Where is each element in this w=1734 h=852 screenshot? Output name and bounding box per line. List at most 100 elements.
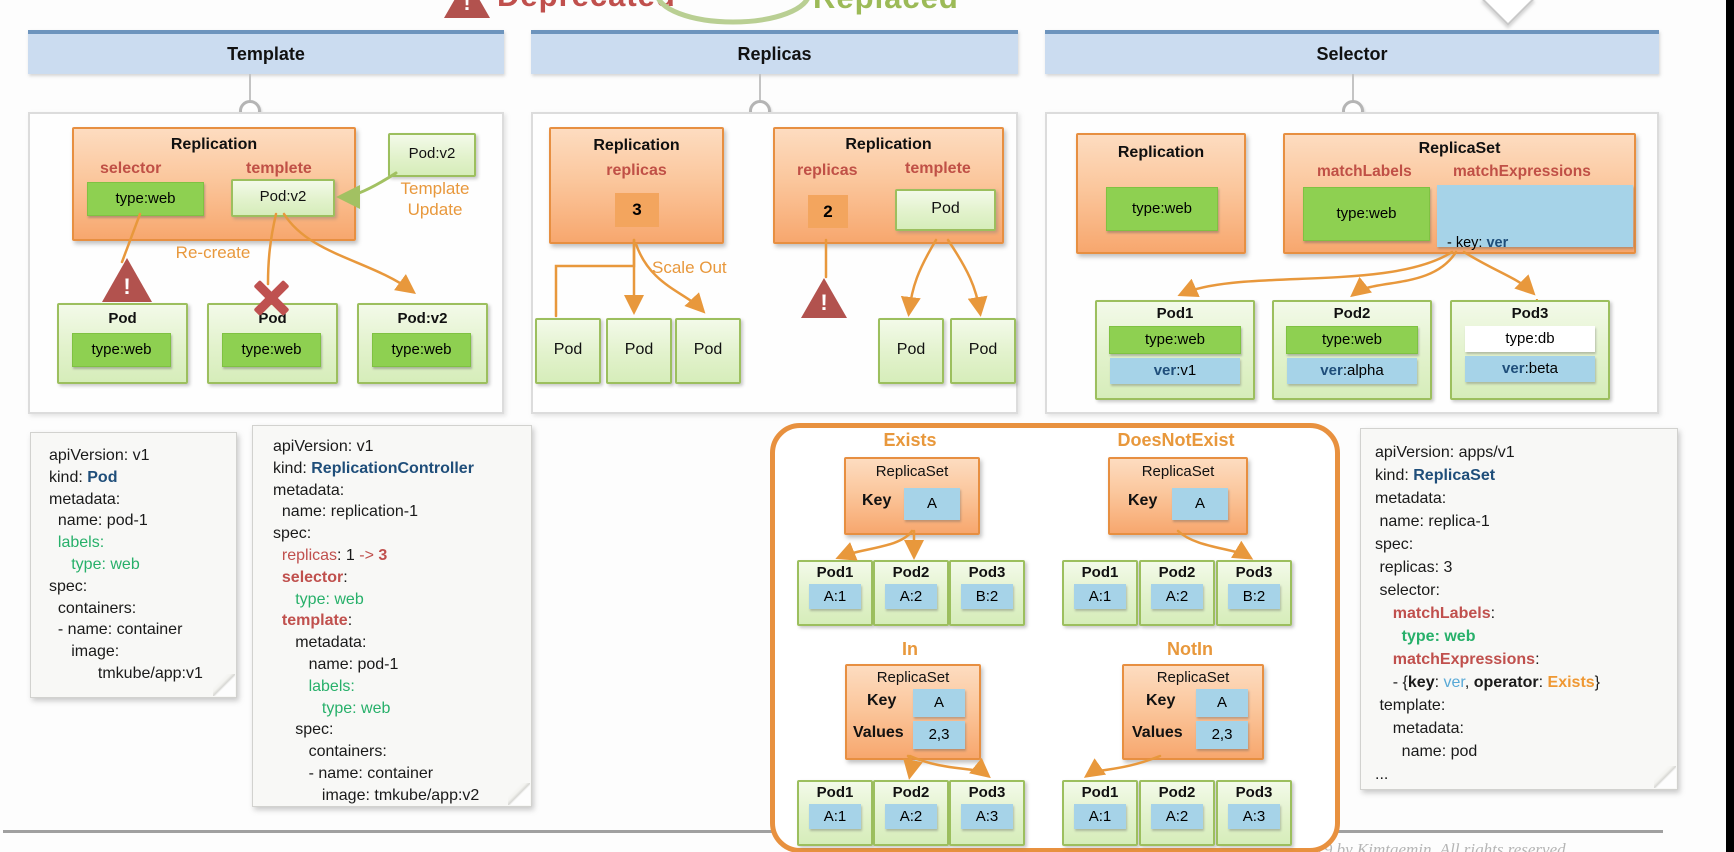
templete-label: templete: [246, 160, 312, 177]
type-chip: type:web: [1109, 326, 1241, 354]
replicas-right-box: Replication replicas templete 2 Pod: [773, 127, 1004, 244]
yaml-line: spec:: [1375, 536, 1414, 553]
yaml-line: - {key: ver, operator: Exists}: [1375, 674, 1601, 691]
scale-out-label: Scale Out: [652, 258, 727, 277]
replicas-pod: Pod: [950, 318, 1016, 384]
values-chip: 2,3: [913, 721, 965, 749]
yaml-line: kind: ReplicaSet: [1375, 467, 1496, 484]
note-fold-corner: [213, 674, 235, 696]
yaml-line: kind: ReplicationController: [273, 459, 474, 477]
yaml-line: name: pod: [1375, 743, 1478, 760]
pod-title: Pod:v2: [397, 310, 448, 327]
yaml-line: name: replication-1: [273, 503, 418, 521]
template-pod-1: Pod type:web: [57, 303, 188, 384]
matchlabels-chip: type:web: [1303, 187, 1430, 241]
yaml-line: template:: [1375, 697, 1446, 714]
label-chip: A:2: [1151, 804, 1203, 829]
yaml-line: type: web: [1401, 628, 1476, 645]
in-replicaset-box: ReplicaSet Key A Values 2,3: [845, 664, 981, 760]
replicaset-title: ReplicaSet: [1156, 669, 1230, 686]
replicaset-title: ReplicaSet: [1418, 140, 1501, 157]
yaml-line: containers:: [273, 743, 387, 761]
pod-title: Pod1: [1156, 305, 1194, 322]
replicas-label: replicas: [797, 162, 858, 179]
templete-chip: Pod: [895, 189, 996, 231]
pod-title: Pod2: [1333, 305, 1371, 322]
selector-pod-1: Pod1 type:web ver:v1: [1095, 300, 1255, 400]
yaml-line: spec:: [273, 721, 334, 739]
selector-pod-3: Pod3 type:db ver:beta: [1450, 300, 1610, 400]
yaml-line: metadata:: [1375, 490, 1447, 507]
exists-replicaset-box: ReplicaSet Key A: [844, 457, 980, 535]
replicas-pod: Pod: [675, 318, 741, 384]
yaml-line: - name: container: [273, 764, 434, 782]
key-chip: A: [913, 689, 965, 717]
ver-chip: ver:alpha: [1287, 358, 1417, 384]
replicas-label: replicas: [606, 162, 667, 179]
replicaset-title: ReplicaSet: [1141, 463, 1215, 480]
replicaset-title: ReplicaSet: [875, 463, 949, 480]
notin-replicaset-box: ReplicaSet Key A Values 2,3: [1122, 664, 1264, 760]
replicas-pod: Pod: [535, 318, 601, 384]
type-chip: type:web: [1106, 187, 1218, 231]
header-replicas: Replicas: [531, 30, 1018, 74]
note-fold-corner: [1654, 766, 1676, 788]
yaml-line: - name: container: [49, 621, 183, 639]
replicas-value-chip: 3: [615, 193, 659, 227]
label-chip: A:2: [885, 584, 937, 609]
matchexpressions-label: matchExpressions: [1453, 163, 1591, 180]
flowchart-diamond-icon: [1481, 0, 1535, 26]
label-chip: A:1: [809, 804, 861, 829]
yaml-line: labels:: [273, 677, 355, 695]
yaml-line: spec:: [273, 525, 312, 543]
replication-title: Replication: [593, 137, 680, 154]
selector-pod-2: Pod2 type:web ver:alpha: [1272, 300, 1432, 400]
deprecated-warning-icon: !: [444, 0, 490, 18]
pod-label-chip: type:web: [372, 333, 471, 367]
ver-chip: ver:beta: [1465, 356, 1595, 382]
yaml-line: replicas: 1 -> 3: [281, 546, 388, 564]
expr-line1: - key: ver: [1447, 235, 1509, 251]
selector-replicaset-box: ReplicaSet matchLabels matchExpressions …: [1283, 133, 1636, 314]
yaml-line: metadata:: [273, 634, 367, 652]
deprecated-title: Deprecated: [497, 0, 676, 14]
notin-title: NotIn: [1167, 639, 1213, 659]
yaml-line: kind: Pod: [49, 468, 118, 486]
replication-title: Replication: [1117, 144, 1205, 161]
yaml-line: name: replica-1: [1375, 513, 1490, 530]
yaml-line: metadata:: [273, 481, 345, 499]
replicas-pod: Pod: [878, 318, 944, 384]
yaml-line: type: web: [273, 590, 364, 608]
templete-label: templete: [905, 160, 971, 177]
header-selector: Selector: [1045, 30, 1659, 74]
selector-label: selector: [100, 160, 162, 177]
key-label: Key: [1146, 692, 1176, 709]
yaml-line: name: pod-1: [273, 655, 399, 673]
yaml-line: labels:: [49, 534, 105, 552]
yaml-line: template:: [281, 612, 353, 630]
yaml-line: ...: [1375, 766, 1389, 783]
matchlabels-label: matchLabels: [1317, 163, 1412, 180]
yaml-line: image:: [49, 643, 120, 661]
values-chip: 2,3: [1196, 721, 1248, 749]
yaml-line: matchLabels:: [1392, 605, 1496, 622]
replicas-left-box: Replication replicas 3: [549, 127, 724, 244]
yaml-line: image: tmkube/app:v2: [273, 786, 480, 804]
template-replication-box: Replication selector templete type:web P…: [72, 127, 356, 241]
yaml-line: metadata:: [49, 490, 121, 508]
in-title: In: [902, 639, 918, 659]
yaml-line: apiVersion: v1: [49, 447, 150, 464]
replicaset-title: ReplicaSet: [876, 669, 950, 686]
pod-label-chip: type:web: [222, 333, 321, 367]
key-chip: A: [904, 488, 960, 520]
label-chip: A:2: [885, 804, 937, 829]
